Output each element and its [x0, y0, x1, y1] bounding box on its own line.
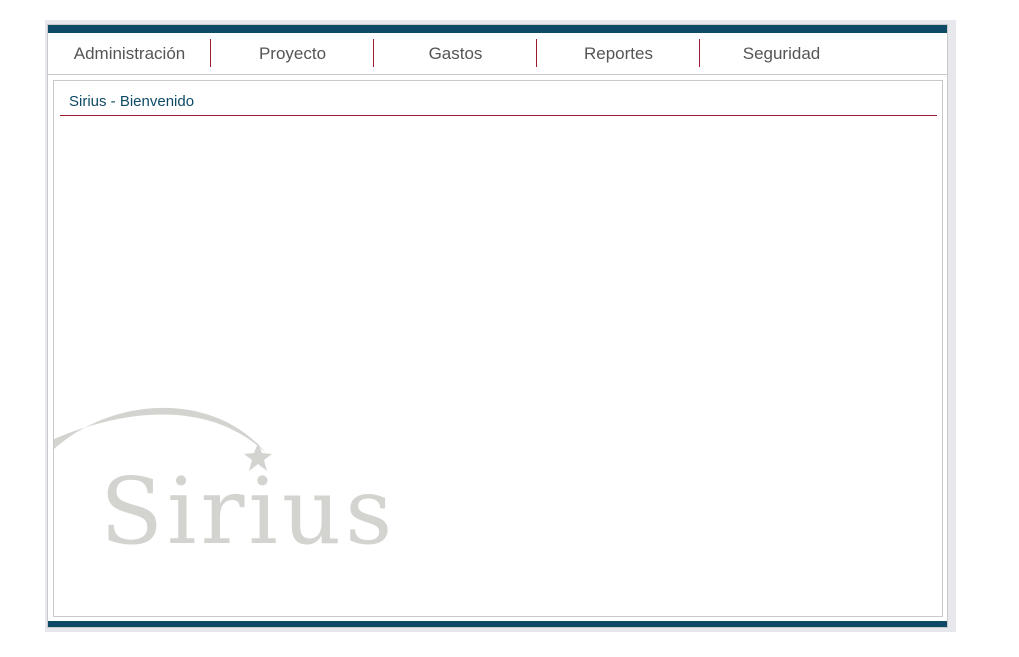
app-frame: Administración Proyecto Gastos Reportes … — [45, 20, 956, 632]
logo-text: Sirius — [100, 458, 394, 551]
nav-separator — [699, 39, 700, 67]
top-navigation: Administración Proyecto Gastos Reportes … — [48, 33, 947, 75]
nav-item-administracion[interactable]: Administración — [73, 43, 186, 63]
nav-item-gastos[interactable]: Gastos — [428, 43, 483, 63]
nav-item-proyecto[interactable]: Proyecto — [258, 43, 327, 63]
content-area: Sirius - Bienvenido Sirius — [53, 80, 943, 617]
nav-item-reportes[interactable]: Reportes — [584, 43, 653, 63]
logo-swoosh — [54, 407, 266, 453]
main-panel: Administración Proyecto Gastos Reportes … — [47, 24, 948, 628]
nav-separator — [210, 39, 211, 67]
nav-separator — [373, 39, 374, 67]
nav-separator — [536, 39, 537, 67]
page-title: Sirius - Bienvenido — [69, 93, 195, 110]
top-color-bar — [48, 25, 947, 33]
nav-item-seguridad[interactable]: Seguridad — [742, 43, 821, 63]
bottom-color-bar — [48, 621, 947, 627]
sirius-logo: Sirius — [54, 407, 394, 551]
star-icon — [244, 443, 272, 471]
title-divider — [60, 115, 937, 116]
